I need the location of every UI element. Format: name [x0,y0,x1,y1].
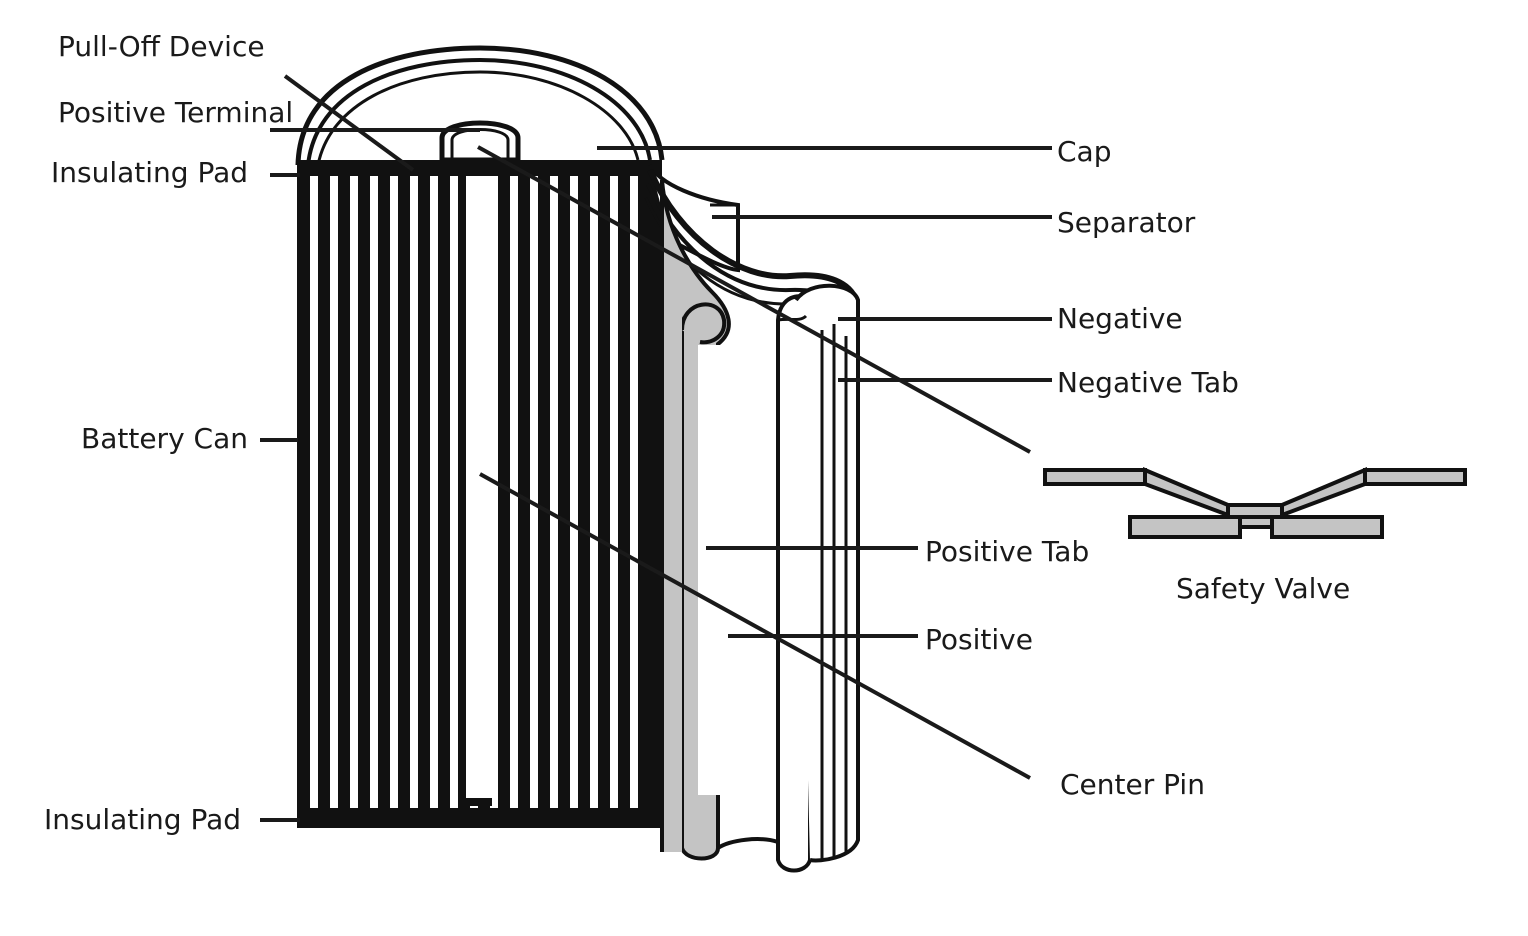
can-stripe [310,176,318,808]
can-stripe [570,176,578,808]
can-stripe [530,176,538,808]
label-separator: Separator [1057,206,1196,239]
label-pull-off-device: Pull-Off Device [58,30,265,63]
label-battery-can: Battery Can [81,422,248,455]
leader-pull-off-device [283,74,415,172]
label-positive-terminal: Positive Terminal [58,96,293,129]
can-stripe [450,176,458,808]
label-positive: Positive [925,623,1033,656]
can-stripe [410,176,418,808]
label-center-pin: Center Pin [1060,768,1205,801]
can-stripe [610,176,618,808]
can-stripe [370,176,378,808]
label-insulating-pad-bottom: Insulating Pad [44,803,241,836]
can-stripe [390,176,398,808]
label-insulating-pad-top: Insulating Pad [51,156,248,189]
can-stripe [550,176,558,808]
labels: Pull-Off Device Positive Terminal Insula… [44,30,1350,836]
can-stripe [490,176,498,808]
label-negative: Negative [1057,302,1183,335]
label-safety-valve: Safety Valve [1176,572,1350,605]
safety-valve-detail [1043,466,1467,539]
center-pin [466,176,492,806]
can-stripe [630,176,638,808]
leader-safety-valve [477,145,1031,454]
unrolled-electrode-layers [644,163,860,873]
can-stripe [430,176,438,808]
can-stripe [350,176,358,808]
leader-center-pin [479,472,1031,780]
label-negative-tab: Negative Tab [1057,366,1239,399]
can-stripe [330,176,338,808]
leader-lines [260,74,1052,822]
label-cap: Cap [1057,135,1111,168]
can-stripe [590,176,598,808]
label-positive-tab: Positive Tab [925,535,1089,568]
